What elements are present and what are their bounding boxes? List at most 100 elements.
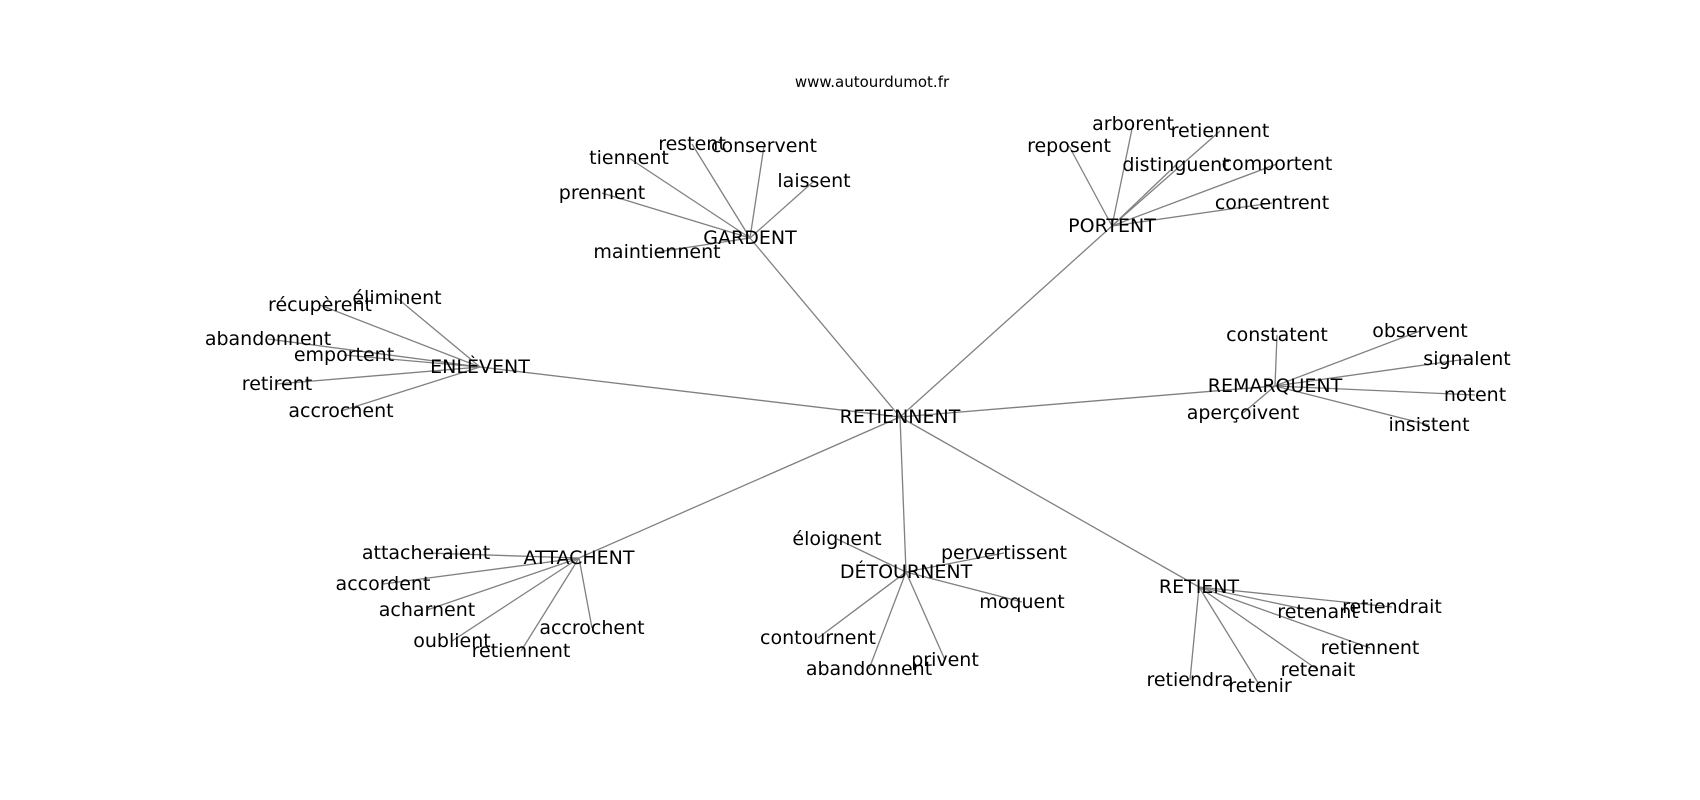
edge-center-remarquent	[899, 385, 1276, 418]
edge-portent-retiennent	[1111, 130, 1221, 227]
edge-enlevent-accrochent	[340, 366, 481, 412]
leaf-node-enlevent-abandonnent: abandonnent	[205, 328, 331, 350]
leaf-node-enlevent-eliminent: éliminent	[352, 287, 441, 309]
leaf-node-attachent-retiennent: retiennent	[472, 640, 571, 662]
edge-center-gardent	[749, 237, 901, 418]
edge-center-enlevent	[479, 366, 901, 418]
edge-gardent-laissent	[749, 180, 815, 239]
cluster-node-gardent: GARDENT	[703, 227, 797, 249]
edge-portent-distinguent	[1111, 164, 1177, 227]
edge-detournent-contournent	[817, 571, 907, 639]
leaf-node-attachent-acharnent: acharnent	[379, 599, 475, 621]
leaf-node-retient-retenait: retenait	[1281, 659, 1356, 681]
cluster-node-retient: RETIENT	[1159, 576, 1240, 598]
edge-attachent-oublient	[451, 557, 580, 642]
cluster-node-enlevent: ENLÈVENT	[430, 355, 530, 378]
edge-remarquent-notent	[1274, 385, 1476, 396]
leaf-node-detournent-privent: privent	[911, 649, 979, 671]
leaf-node-gardent-laissent: laissent	[777, 170, 850, 192]
edge-remarquent-apercoivent	[1242, 385, 1276, 414]
edge-enlevent-emportent	[343, 354, 481, 368]
leaf-node-attachent-accrochent: accrochent	[539, 617, 644, 639]
edge-remarquent-constatent	[1274, 334, 1278, 387]
leaf-node-enlevent-emportent: emportent	[294, 344, 394, 366]
edge-attachent-accrochent	[578, 557, 593, 629]
cluster-node-attachent: ATTACHENT	[524, 547, 635, 569]
leaf-node-retient-retiendra: retiendra	[1146, 669, 1233, 691]
cluster-node-portent: PORTENT	[1068, 215, 1156, 237]
edge-attachent-retiennent	[520, 557, 580, 652]
leaf-node-enlevent-accrochent: accrochent	[288, 400, 393, 422]
leaf-node-detournent-pervertissent: pervertissent	[941, 542, 1067, 564]
edge-gardent-conservent	[749, 145, 765, 239]
leaf-node-detournent-eloignent: éloignent	[792, 528, 881, 550]
edge-gardent-tiennent	[628, 157, 751, 239]
leaf-node-remarquent-apercoivent: aperçoivent	[1187, 402, 1300, 424]
cluster-node-detournent: DÉTOURNENT	[840, 560, 973, 583]
edge-enlevent-retirent	[276, 366, 481, 385]
leaf-node-enlevent-retirent: retirent	[242, 373, 312, 395]
leaf-node-remarquent-insistent: insistent	[1388, 414, 1469, 436]
edge-remarquent-observent	[1274, 330, 1421, 387]
leaf-node-gardent-restent: restent	[658, 133, 726, 155]
leaf-node-enlevent-recuperent: récupèrent	[268, 294, 372, 316]
edge-detournent-eloignent	[836, 538, 907, 573]
edge-attachent-accordent	[382, 557, 580, 585]
graph-edges	[267, 123, 1476, 687]
edge-portent-comportent	[1111, 163, 1278, 227]
edge-attachent-attacheraient	[425, 552, 580, 559]
cluster-node-remarquent: REMARQUENT	[1208, 375, 1343, 397]
edge-remarquent-insistent	[1274, 385, 1430, 426]
leaf-node-attachent-oublient: oublient	[413, 630, 490, 652]
leaf-node-detournent-moquent: moquent	[979, 591, 1064, 613]
edge-remarquent-signalent	[1274, 358, 1468, 387]
leaf-node-portent-concentrent: concentrent	[1215, 192, 1329, 214]
edge-portent-reposent	[1068, 145, 1113, 227]
leaf-node-remarquent-signalent: signalent	[1423, 348, 1510, 370]
edge-enlevent-abandonnent	[267, 338, 481, 368]
edge-retient-retenant	[1198, 586, 1319, 613]
leaf-node-retient-retenir: retenir	[1228, 675, 1292, 697]
edge-center-portent	[899, 225, 1113, 418]
edge-detournent-moquent	[905, 571, 1023, 603]
leaf-node-remarquent-observent: observent	[1372, 320, 1468, 342]
leaf-node-portent-comportent: comportent	[1222, 153, 1333, 175]
leaf-node-gardent-prennent: prennent	[559, 182, 645, 204]
leaf-node-retient-retiennent: retiennent	[1321, 637, 1420, 659]
edge-gardent-restent	[691, 143, 751, 239]
edge-enlevent-recuperent	[319, 304, 481, 368]
leaf-node-portent-retiennent: retiennent	[1171, 120, 1270, 142]
edge-detournent-abandonnent	[868, 571, 907, 670]
site-caption: www.autourdumot.fr	[795, 73, 950, 91]
edge-gardent-prennent	[601, 192, 751, 239]
leaf-node-gardent-tiennent: tiennent	[589, 147, 669, 169]
edge-attachent-acharnent	[426, 557, 580, 611]
edge-portent-arborent	[1111, 123, 1134, 227]
leaf-node-remarquent-notent: notent	[1444, 384, 1506, 406]
leaf-node-remarquent-constatent: constatent	[1226, 324, 1328, 346]
edge-center-retient	[899, 416, 1200, 588]
center-node-label: RETIENNENT	[840, 406, 961, 428]
leaf-node-gardent-maintiennent: maintiennent	[593, 241, 720, 263]
leaf-node-portent-reposent: reposent	[1027, 135, 1111, 157]
edge-portent-concentrent	[1111, 202, 1273, 227]
edge-gardent-maintiennent	[656, 237, 751, 253]
edge-center-attachent	[578, 416, 901, 559]
leaf-node-portent-arborent: arborent	[1092, 113, 1174, 135]
leaf-node-attachent-accordent: accordent	[336, 573, 431, 595]
edge-center-detournent	[899, 416, 907, 573]
edge-retient-retiendra	[1189, 586, 1200, 681]
leaf-node-retient-retenant: retenant	[1277, 601, 1358, 623]
edge-enlevent-eliminent	[396, 297, 481, 368]
leaf-node-detournent-abandonnent: abandonnent	[806, 658, 932, 680]
edge-retient-retenait	[1198, 586, 1319, 671]
leaf-node-portent-distinguent: distinguent	[1122, 154, 1229, 176]
edge-detournent-pervertissent	[905, 552, 1005, 573]
leaf-node-attachent-attacheraient: attacheraient	[362, 542, 490, 564]
leaf-node-gardent-conservent: conservent	[711, 135, 817, 157]
edge-detournent-privent	[905, 571, 946, 661]
edge-retient-retiennent	[1198, 586, 1371, 649]
edge-retient-retenir	[1198, 586, 1261, 687]
